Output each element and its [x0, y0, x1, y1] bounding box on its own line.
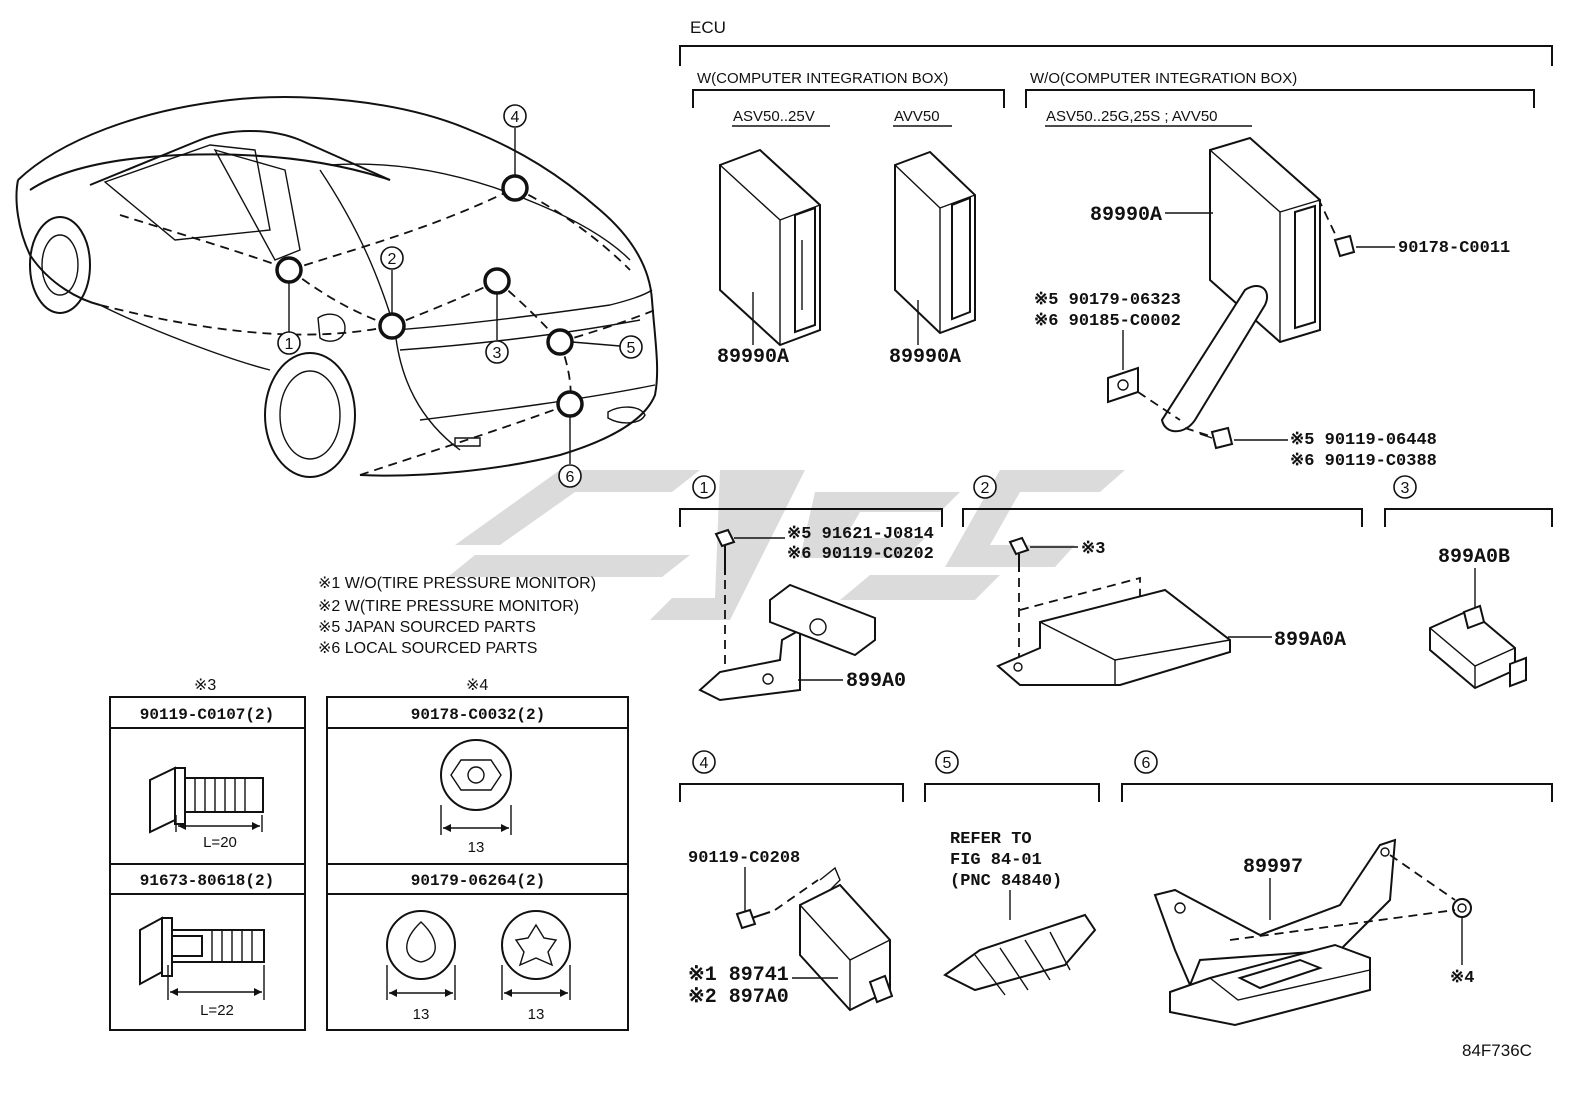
- section-title-ecu: ECU: [690, 18, 726, 37]
- callout-6: 6: [566, 469, 575, 486]
- section-6-bracket: [1121, 783, 1553, 802]
- s5-refer-line-2: FIG 84-01: [950, 851, 1042, 870]
- ecu-c-drawing: [1107, 136, 1356, 450]
- bracket-nut-local: ※6 90185-C0002: [1034, 312, 1181, 331]
- bracket-bolt-jp: ※5 90119-06448: [1290, 431, 1437, 450]
- ecu-a-drawing: [719, 148, 821, 347]
- fastener-2-pn: 91673-80618(2): [140, 872, 274, 890]
- fastener-mark-4: ※4: [466, 677, 488, 694]
- fastener-4-size-a: 13: [413, 1006, 430, 1023]
- section-6-label: 6: [1142, 755, 1151, 772]
- s1-part-number: 899A0: [846, 670, 906, 693]
- model-b: AVV50: [894, 108, 940, 125]
- fastener-2-length: L=22: [200, 1002, 234, 1019]
- section-1-bracket: [679, 508, 943, 527]
- fastener-4-pn: 90179-06264(2): [411, 872, 545, 890]
- section-2-label: 2: [981, 480, 990, 497]
- ecu-c-part-number: 89990A: [1090, 204, 1162, 227]
- bracket-nut-jp: ※5 90179-06323: [1034, 291, 1181, 310]
- note-5: ※5 JAPAN SOURCED PARTS: [318, 619, 536, 636]
- section-6-drawing: [1153, 838, 1472, 1027]
- section-4-label: 4: [700, 755, 709, 772]
- section-5-bracket: [924, 783, 1100, 802]
- fastener-4-drawing: [386, 910, 571, 1000]
- section-5-drawing: [943, 913, 1097, 996]
- s1-bolt-local: ※6 90119-C0202: [787, 545, 934, 564]
- s5-refer-line-1: REFER TO: [950, 830, 1032, 849]
- model-a: ASV50..25V: [733, 108, 815, 125]
- callout-5: 5: [627, 340, 636, 357]
- section-2-bracket: [962, 508, 1363, 527]
- fastener-1-pn: 90119-C0107(2): [140, 706, 274, 724]
- location-markers: [275, 128, 621, 464]
- s6-clip-mark: ※4: [1450, 969, 1474, 988]
- note-2: ※2 W(TIRE PRESSURE MONITOR): [318, 598, 579, 615]
- s2-bolt-mark: ※3: [1081, 540, 1105, 559]
- section-4-drawing: [735, 866, 894, 1012]
- section-5-label: 5: [943, 755, 952, 772]
- fastener-3-drawing: [440, 739, 512, 835]
- s5-refer-line-3: (PNC 84840): [950, 872, 1062, 891]
- bracket-without-cib: [1025, 89, 1535, 108]
- s3-part-number: 899A0B: [1438, 546, 1510, 569]
- fastener-4-size-b: 13: [528, 1006, 545, 1023]
- callout-4: 4: [511, 109, 520, 126]
- callout-3: 3: [493, 345, 502, 362]
- callout-1: 1: [285, 336, 294, 353]
- fastener-3-pn: 90178-C0032(2): [411, 706, 545, 724]
- figure-id: 84F736C: [1462, 1041, 1532, 1060]
- bracket-bolt-local: ※6 90119-C0388: [1290, 452, 1437, 471]
- s2-part-number: 899A0A: [1274, 629, 1346, 652]
- group-without-cib: W/O(COMPUTER INTEGRATION BOX): [1030, 70, 1297, 87]
- fastener-2-drawing: [139, 916, 265, 1000]
- clip-c-part-number: 90178-C0011: [1398, 239, 1510, 258]
- section-4-bracket: [679, 783, 904, 802]
- ecu-b-part-number: 89990A: [889, 346, 961, 369]
- car-callouts: 1 2 3 4 5 6: [277, 104, 643, 488]
- ecu-b-drawing: [894, 150, 976, 335]
- bracket-ecu: [679, 45, 1553, 66]
- ecu-a-part-number: 89990A: [717, 346, 789, 369]
- section-1-drawing: [698, 528, 876, 702]
- fastener-3-size: 13: [468, 839, 485, 856]
- note-6: ※6 LOCAL SOURCED PARTS: [318, 640, 537, 657]
- s1-bolt-jp: ※5 91621-J0814: [787, 525, 934, 544]
- s4-part-w-tpms: ※2 897A0: [688, 986, 789, 1009]
- fastener-1-length: L=20: [203, 834, 237, 851]
- fastener-mark-3: ※3: [194, 677, 216, 694]
- section-1-label: 1: [700, 480, 709, 497]
- model-c: ASV50..25G,25S ; AVV50: [1046, 108, 1218, 125]
- vehicle-outline: [15, 96, 659, 478]
- fastener-1-drawing: [149, 766, 264, 834]
- s4-part-w-o-tpms: ※1 89741: [688, 964, 789, 987]
- section-2-drawing: [996, 536, 1231, 686]
- bracket-with-cib: [692, 89, 1005, 108]
- s6-part-number: 89997: [1243, 856, 1303, 879]
- section-3-drawing: [1429, 604, 1527, 690]
- callout-2: 2: [388, 251, 397, 268]
- group-with-cib: W(COMPUTER INTEGRATION BOX): [697, 70, 948, 87]
- section-3-bracket: [1384, 508, 1553, 527]
- note-1: ※1 W/O(TIRE PRESSURE MONITOR): [318, 575, 596, 592]
- s4-bolt-part-number: 90119-C0208: [688, 849, 800, 868]
- section-3-label: 3: [1401, 480, 1410, 497]
